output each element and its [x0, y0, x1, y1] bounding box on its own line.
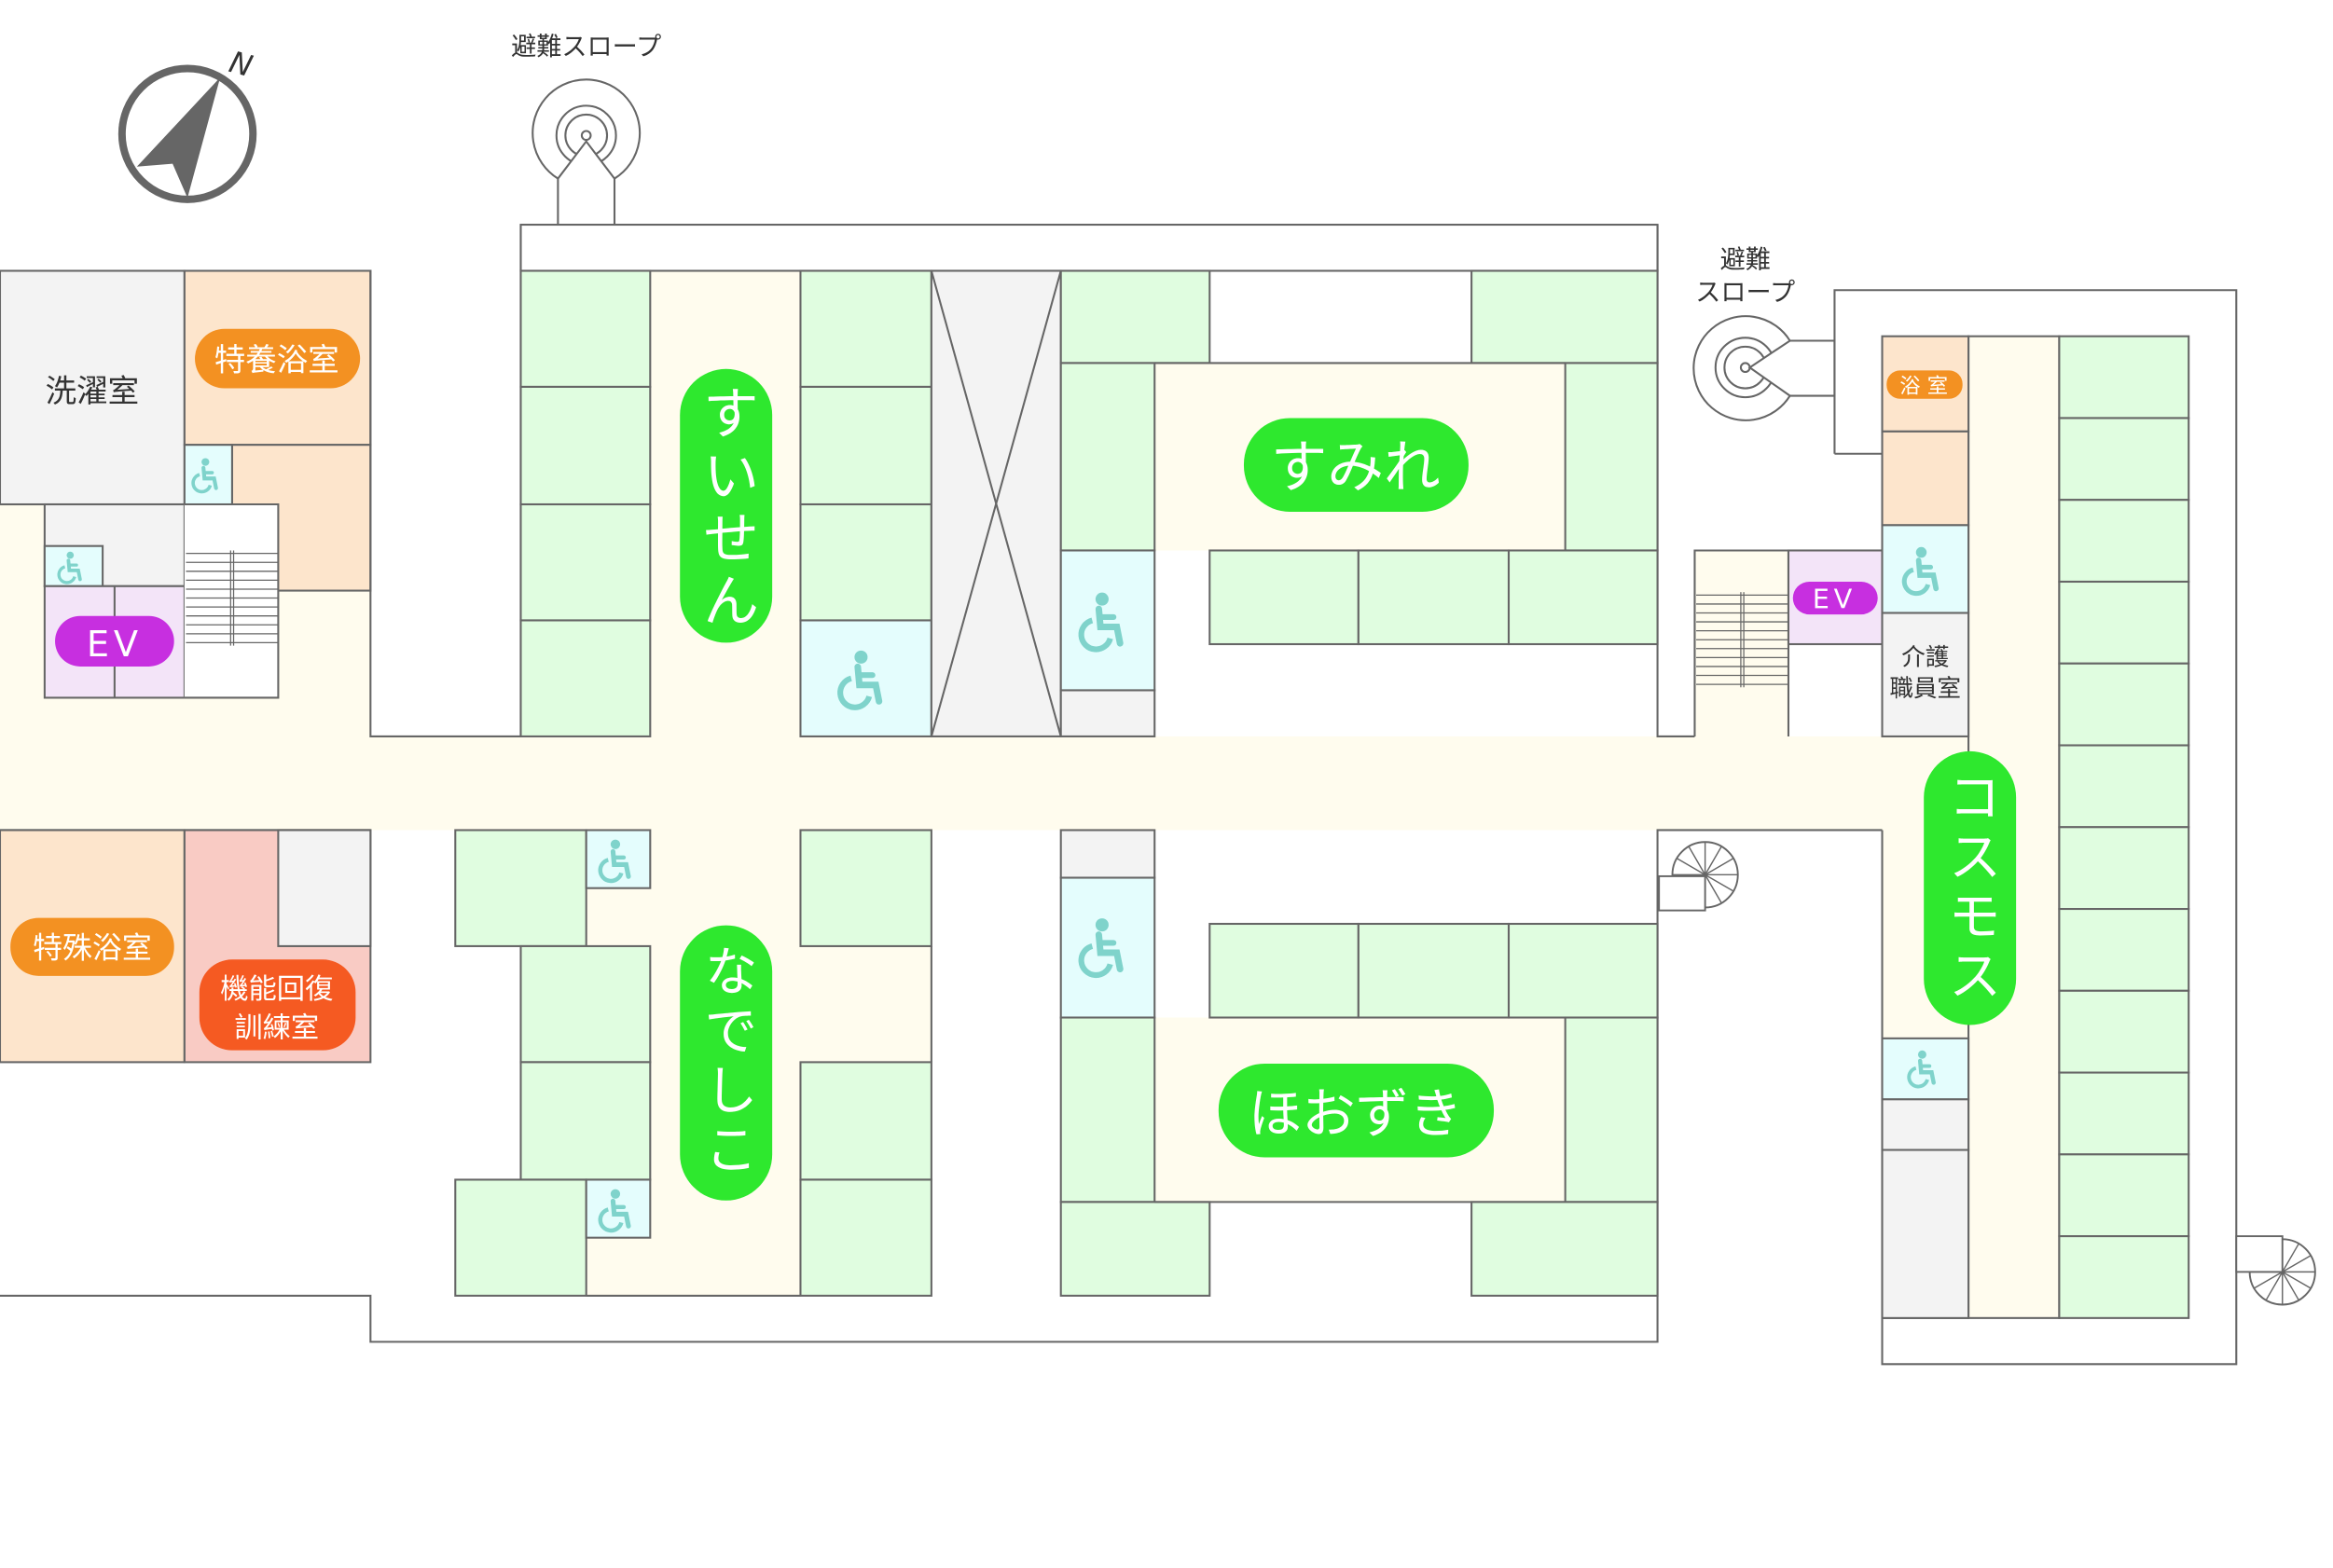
spiral-stair-icon [2235, 1235, 2316, 1306]
unit-label-nadeshiko: なでしこ [695, 943, 757, 1181]
ev-pill-right [1792, 581, 1878, 615]
special-nursing-bath-pill [195, 328, 361, 389]
unit-suisen: すいせん [519, 269, 1062, 737]
laundry-room-label: 洗濯室 [46, 373, 140, 409]
ramp-label-right-line2: スロープ [1695, 278, 1795, 307]
unit-pill-cosmos [1924, 750, 2017, 1025]
unit-pill-sumire [1243, 418, 1469, 512]
left-lower-block: 特殊浴室 機能回復 訓練室 [0, 829, 372, 1064]
unit-label-cosmos: コスモス [1939, 769, 2001, 1007]
accessible-toilet [1059, 549, 1156, 692]
unit-label-hoozuki: ほおずき [1249, 1082, 1463, 1145]
ev-label-left: EV [87, 624, 143, 666]
accessible-toilet [1881, 1037, 1970, 1101]
unit-pill-hoozuki [1218, 1063, 1495, 1158]
accessible-toilet [585, 1178, 652, 1239]
evacuation-ramp-top: 避難スロープ [511, 33, 661, 227]
accessible-toilet [799, 619, 932, 737]
rehab-pill [199, 959, 356, 1051]
ev-pill-left [55, 615, 174, 667]
bath-label: 浴 室 [1899, 374, 1948, 398]
care-staff-label-line2: 職員室 [1890, 675, 1962, 703]
void-area [930, 269, 1062, 737]
ramp-label-top: 避難スロープ [511, 33, 661, 62]
evacuation-ramp-right: 避難 スロープ [1692, 245, 1836, 421]
unit-pill-nadeshiko [680, 925, 773, 1201]
bath-pill [1886, 370, 1963, 399]
top-corridor-band [519, 223, 1659, 272]
unit-label-suisen: すいせん [694, 384, 759, 634]
special-nursing-bath-label: 特養浴室 [214, 341, 339, 378]
stairs-icon [184, 502, 280, 699]
ramp-label-right-line1: 避難 [1720, 245, 1771, 274]
unit-label-sumire: すみれ [1271, 435, 1441, 501]
unit-pill-suisen [680, 368, 773, 643]
accessible-toilet [183, 444, 233, 506]
special-bath-label: 特殊浴室 [33, 930, 152, 966]
special-bath-pill [10, 917, 174, 976]
laundry-room [0, 269, 186, 506]
unit-nadeshiko: なでしこ [454, 829, 932, 1297]
spiral-stair-icon [1658, 841, 1739, 912]
unit-hoozuki: ほおずき [1059, 829, 1659, 1297]
care-staff-label-line1: 介護 [1901, 643, 1949, 671]
unit-cosmos: 浴 室 介護 職員室 コスモス [1833, 289, 2238, 1366]
compass-icon: N [117, 44, 257, 203]
ev-label-right: EV [1813, 584, 1857, 615]
rehab-label-line1: 機能回復 [220, 973, 333, 1006]
stairs-icon [1696, 592, 1788, 688]
rehab-label-line2: 訓練室 [234, 1011, 319, 1044]
north-label: N [226, 44, 256, 84]
accessible-toilet [1059, 876, 1156, 1019]
unit-sumire: すみれ [1059, 269, 1659, 737]
right-core: EV [1693, 549, 1884, 736]
left-upper-block: 洗濯室 特養浴室 EV [0, 269, 372, 699]
care-staff-room [1881, 612, 1970, 737]
